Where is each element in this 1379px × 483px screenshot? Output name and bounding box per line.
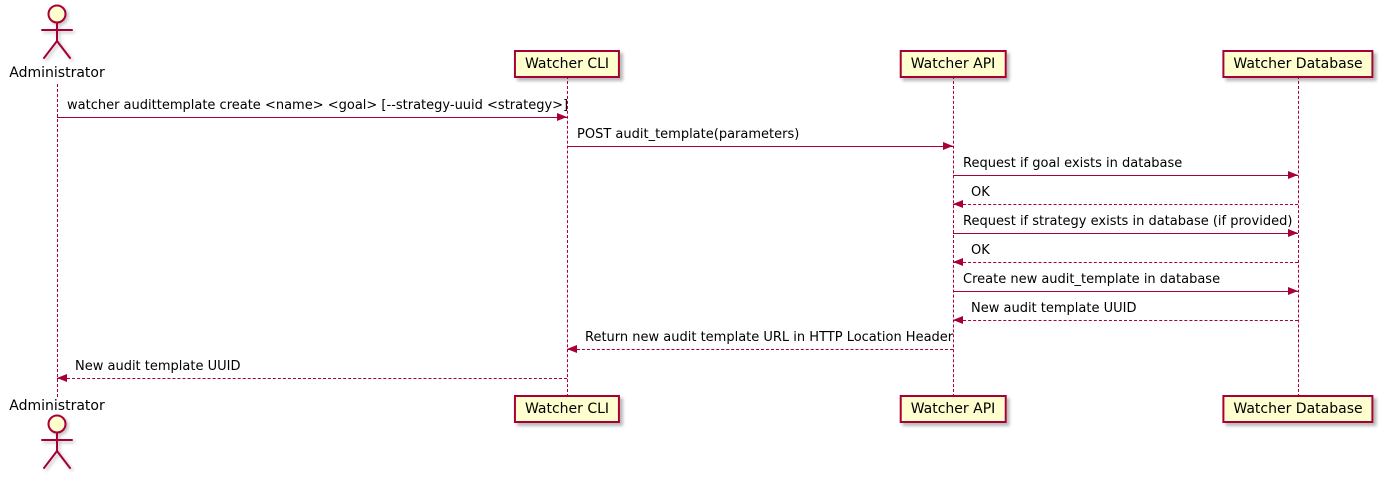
arrowhead-icon xyxy=(57,374,67,382)
arrowhead-icon xyxy=(1288,229,1298,237)
message-label: Request if goal exists in database xyxy=(963,156,1183,171)
message-line xyxy=(567,146,953,147)
actor-stick-figure-icon xyxy=(41,414,73,469)
message-label: New audit template UUID xyxy=(971,301,1137,316)
message-line xyxy=(953,291,1298,292)
actor-administrator-figure-top xyxy=(35,4,79,66)
message-label: watcher audittemplate create <name> <goa… xyxy=(67,98,569,113)
arrowhead-icon xyxy=(557,113,567,121)
lifeline-watcher-api xyxy=(953,76,954,397)
participant-box-watcher-api-bottom: Watcher API xyxy=(899,395,1007,423)
participant-box-watcher-cli-top: Watcher CLI xyxy=(513,50,621,78)
actor-administrator-label-top: Administrator xyxy=(9,65,105,81)
arrowhead-icon xyxy=(953,316,963,324)
message-label: OK xyxy=(971,185,990,200)
message-line xyxy=(953,320,1298,321)
message-line xyxy=(953,233,1298,234)
message-label: Request if strategy exists in database (… xyxy=(963,214,1293,229)
message-line xyxy=(567,349,953,350)
arrowhead-icon xyxy=(953,200,963,208)
message-label: Return new audit template URL in HTTP Lo… xyxy=(585,330,954,345)
participant-box-watcher-api-top: Watcher API xyxy=(899,50,1007,78)
arrowhead-icon xyxy=(567,345,577,353)
message-label: POST audit_template(parameters) xyxy=(577,127,800,142)
message-label: Create new audit_template in database xyxy=(963,272,1221,287)
lifeline-watcher-cli xyxy=(567,76,568,397)
message-line xyxy=(57,117,567,118)
message-line xyxy=(953,262,1298,263)
lifeline-administrator xyxy=(57,84,58,397)
message-line xyxy=(57,378,567,379)
participant-box-watcher-database-top: Watcher Database xyxy=(1222,50,1374,78)
arrowhead-icon xyxy=(953,258,963,266)
actor-administrator-figure-bottom xyxy=(35,414,79,476)
participant-box-watcher-cli-bottom: Watcher CLI xyxy=(513,395,621,423)
message-label: OK xyxy=(971,243,990,258)
message-line xyxy=(953,175,1298,176)
arrowhead-icon xyxy=(1288,287,1298,295)
actor-stick-figure-icon xyxy=(41,4,73,59)
actor-administrator-label-bottom: Administrator xyxy=(9,398,105,414)
arrowhead-icon xyxy=(1288,171,1298,179)
participant-box-watcher-database-bottom: Watcher Database xyxy=(1222,395,1374,423)
arrowhead-icon xyxy=(943,142,953,150)
message-line xyxy=(953,204,1298,205)
lifeline-watcher-database xyxy=(1298,76,1299,397)
message-label: New audit template UUID xyxy=(75,359,241,374)
